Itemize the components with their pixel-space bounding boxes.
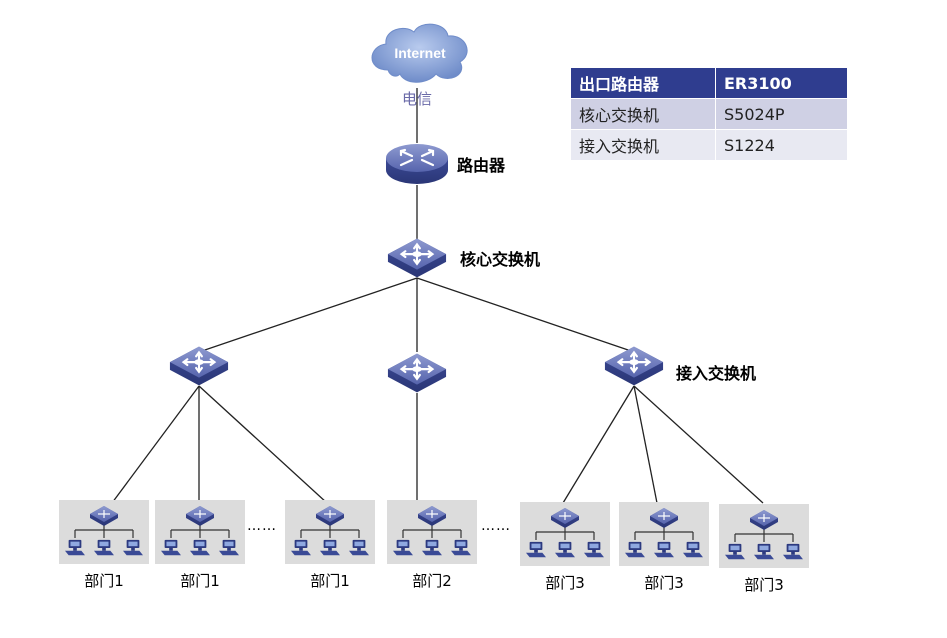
department-label-1b: 部门1 xyxy=(180,572,220,590)
department-group-1b xyxy=(155,500,245,564)
access-switch-mid-icon xyxy=(386,352,448,394)
access-switch-right-icon xyxy=(603,345,665,387)
access-switch-left-icon xyxy=(168,345,230,387)
spec-row-model: S1224 xyxy=(715,129,848,161)
device-spec-table: 出口路由器 ER3100 核心交换机 S5024P 接入交换机 S1224 xyxy=(570,67,848,161)
link-core-access-left xyxy=(198,277,418,353)
router-icon xyxy=(386,144,448,184)
telecom-label: 电信 xyxy=(402,90,433,108)
core-switch-icon xyxy=(386,237,448,279)
department-label-3a: 部门3 xyxy=(545,574,585,592)
department-group-1a xyxy=(59,500,149,564)
link-access-dept3b xyxy=(633,385,658,504)
department-group-3c xyxy=(719,504,809,568)
spec-header-model: ER3100 xyxy=(715,67,848,99)
spec-table-header: 出口路由器 ER3100 xyxy=(570,67,848,99)
department-group-3b xyxy=(619,502,709,566)
department-group-1c xyxy=(285,500,375,564)
ellipsis-left: …… xyxy=(247,518,277,534)
spec-table-row: 核心交换机 S5024P xyxy=(570,98,848,130)
department-group-2 xyxy=(387,500,477,564)
link-access-dept3c xyxy=(633,385,764,504)
department-label-3b: 部门3 xyxy=(644,574,684,592)
core-switch-label: 核心交换机 xyxy=(460,250,541,269)
ellipsis-right: …… xyxy=(481,518,511,534)
link-access-dept3a xyxy=(562,385,635,504)
spec-row-role: 接入交换机 xyxy=(570,129,716,161)
spec-table-row: 接入交换机 S1224 xyxy=(570,129,848,161)
department-group-3a xyxy=(520,502,610,566)
department-label-2: 部门2 xyxy=(412,572,452,590)
link-core-access-right xyxy=(416,277,635,353)
department-label-1a: 部门1 xyxy=(84,572,124,590)
spec-row-role: 核心交换机 xyxy=(570,98,716,130)
connection-lines xyxy=(111,88,764,504)
link-access-dept1c xyxy=(198,385,328,504)
access-switch-label: 接入交换机 xyxy=(676,364,757,383)
spec-row-model: S5024P xyxy=(715,98,848,130)
link-access-dept1a xyxy=(111,385,200,504)
spec-header-role: 出口路由器 xyxy=(570,67,716,99)
router-label: 路由器 xyxy=(457,156,506,175)
department-label-3c: 部门3 xyxy=(744,576,784,594)
department-label-1c: 部门1 xyxy=(310,572,350,590)
internet-cloud-icon: Internet xyxy=(371,23,468,83)
internet-label: Internet xyxy=(394,45,446,61)
